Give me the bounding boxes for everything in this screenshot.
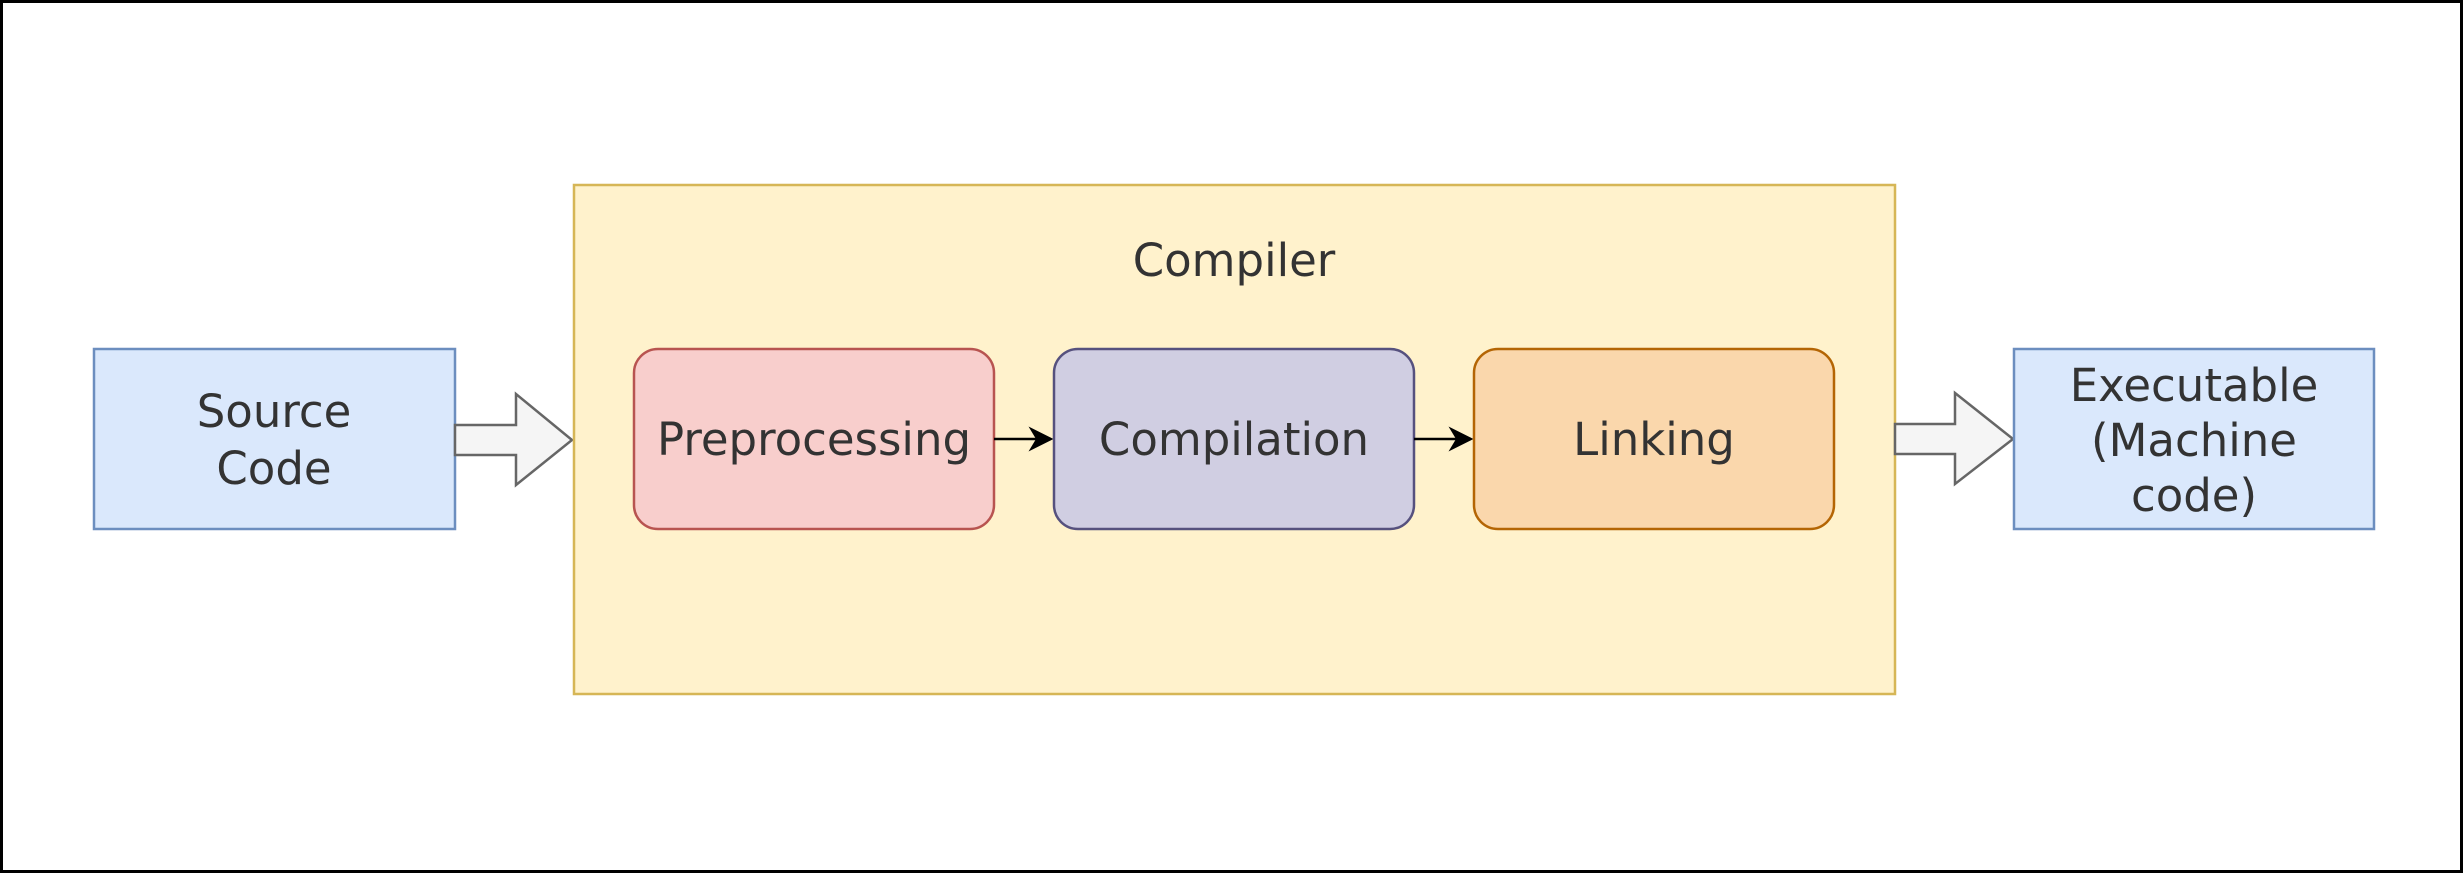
block-arrow-source-to-compiler [455, 394, 572, 485]
compilation-box [1054, 349, 1414, 529]
block-arrow-compiler-to-executable-outline [1893, 390, 2016, 487]
linking-label: Linking [1573, 413, 1735, 466]
block-arrow-source-to-compiler-outline [453, 391, 574, 488]
source-code-label-line1: Source [197, 385, 352, 438]
linking-node: Linking [1472, 347, 1836, 531]
executable-label-line1: Executable [2070, 359, 2319, 412]
preprocessing-node: Preprocessing [632, 347, 996, 531]
executable-label-line3: code) [2131, 469, 2257, 522]
executable-label-line2: (Machine [2091, 414, 2297, 467]
compilation-node: Compilation [1052, 347, 1416, 531]
diagram-canvas: Source Code Compiler Preprocessing Compi… [92, 183, 2376, 696]
source-code-node: Source Code [92, 347, 457, 531]
preprocessing-label: Preprocessing [657, 413, 971, 466]
executable-box-border [2012, 347, 2376, 531]
source-code-label-line2: Code [216, 442, 331, 495]
linking-box-border [1472, 347, 1836, 531]
executable-box [2014, 349, 2374, 529]
executable-node: Executable (Machine code) [2012, 347, 2376, 531]
compilation-label: Compilation [1099, 413, 1369, 466]
source-code-box [94, 349, 455, 529]
linking-box [1474, 349, 1834, 529]
preprocessing-box [634, 349, 994, 529]
compiler-title: Compiler [1133, 234, 1336, 287]
